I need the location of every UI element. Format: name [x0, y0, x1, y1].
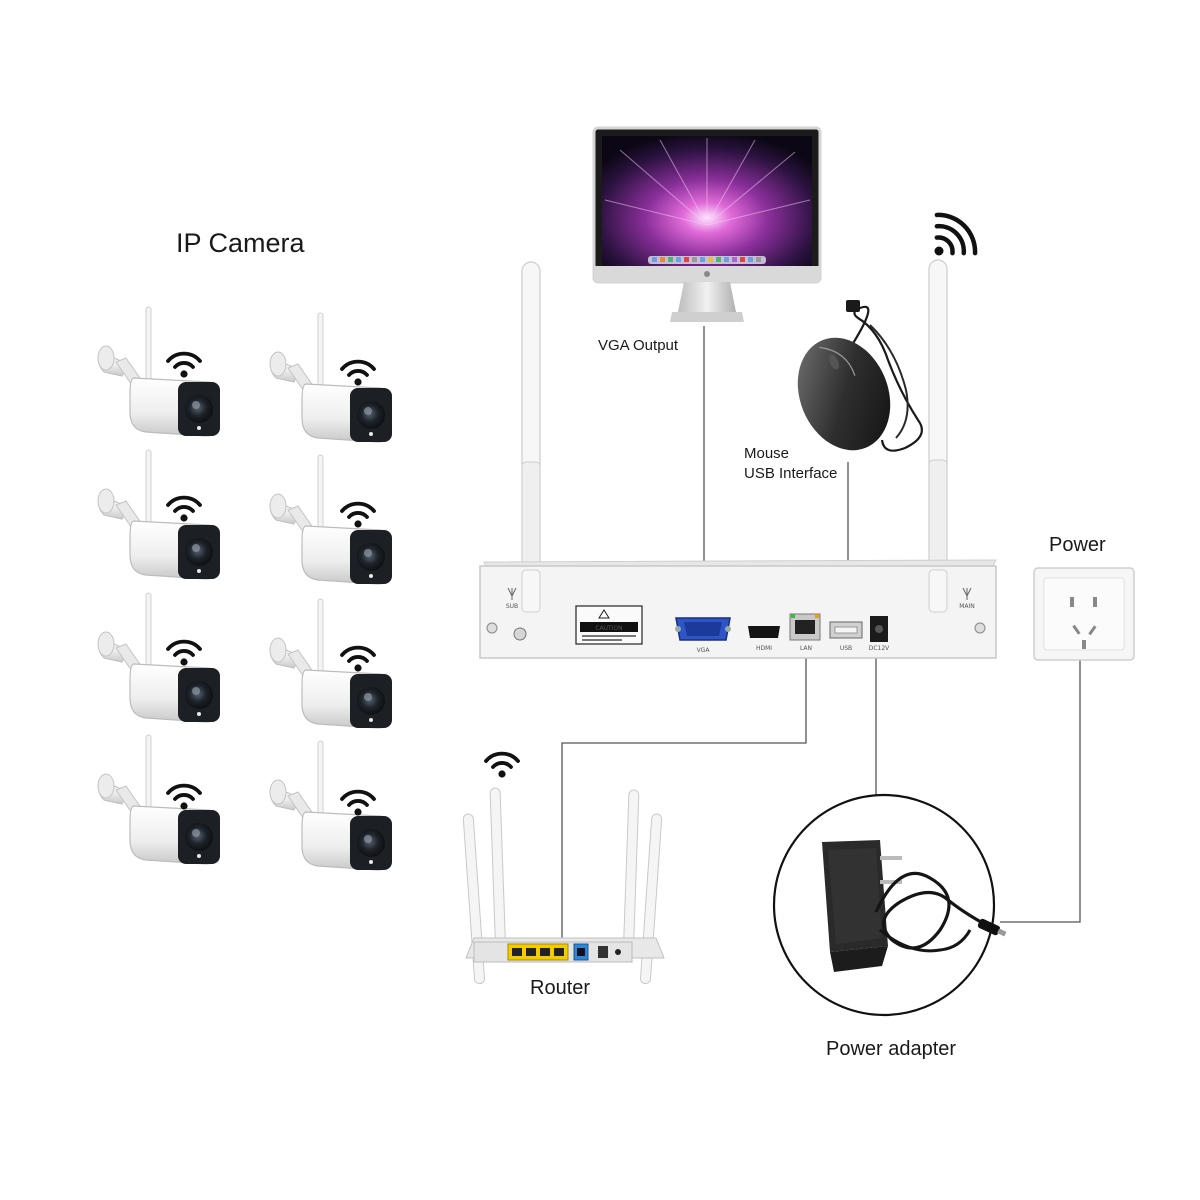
dc-port-label: DC12V	[869, 645, 890, 652]
router-icon	[462, 751, 665, 985]
power-label: Power	[1049, 534, 1106, 556]
nvr-recorder-icon: CAUTION VGA HDMI LAN USB DC12V SUB MAIN	[479, 259, 997, 659]
wifi-signal-icon	[166, 639, 202, 668]
wifi-signal-icon	[166, 783, 202, 812]
camera-5	[97, 592, 221, 723]
nvr-antenna-left	[521, 261, 541, 613]
vga-output-label: VGA Output	[598, 337, 679, 354]
mouse-icon	[797, 300, 923, 452]
wifi-signal-icon	[917, 207, 984, 274]
mouse-label: Mouse	[744, 445, 790, 462]
wifi-signal-icon	[340, 501, 376, 530]
power-adapter-icon	[772, 793, 1007, 1017]
power-outlet-icon	[1033, 567, 1135, 661]
camera-8	[269, 740, 393, 871]
camera-7	[97, 734, 221, 865]
wifi-signal-icon	[340, 359, 376, 388]
lan-link-line	[561, 648, 807, 960]
hdmi-port-label: HDMI	[756, 645, 772, 652]
lan-port-label: LAN	[800, 645, 812, 652]
camera-grid	[97, 306, 393, 871]
wifi-signal-icon	[166, 351, 202, 380]
router-label: Router	[530, 977, 591, 999]
main-antenna-label: MAIN	[959, 603, 975, 610]
wifi-signal-icon	[484, 751, 520, 780]
camera-4	[269, 454, 393, 585]
camera-6	[269, 598, 393, 729]
usb-port-label: USB	[840, 645, 852, 652]
wifi-signal-icon	[340, 789, 376, 818]
nvr-antenna-right	[928, 259, 948, 611]
power-link-line	[1000, 660, 1081, 923]
camera-1	[97, 306, 221, 437]
vga-port-label: VGA	[697, 647, 711, 654]
monitor-icon	[592, 126, 822, 322]
camera-3	[97, 449, 221, 580]
power-adapter-label: Power adapter	[826, 1038, 957, 1060]
camera-2	[269, 312, 393, 443]
caution-label: CAUTION	[595, 625, 622, 632]
sub-antenna-label: SUB	[506, 603, 518, 610]
wifi-signal-icon	[166, 495, 202, 524]
usb-interface-label: USB Interface	[744, 465, 838, 482]
wifi-signal-icon	[340, 645, 376, 674]
ip-camera-title: IP Camera	[176, 228, 305, 258]
